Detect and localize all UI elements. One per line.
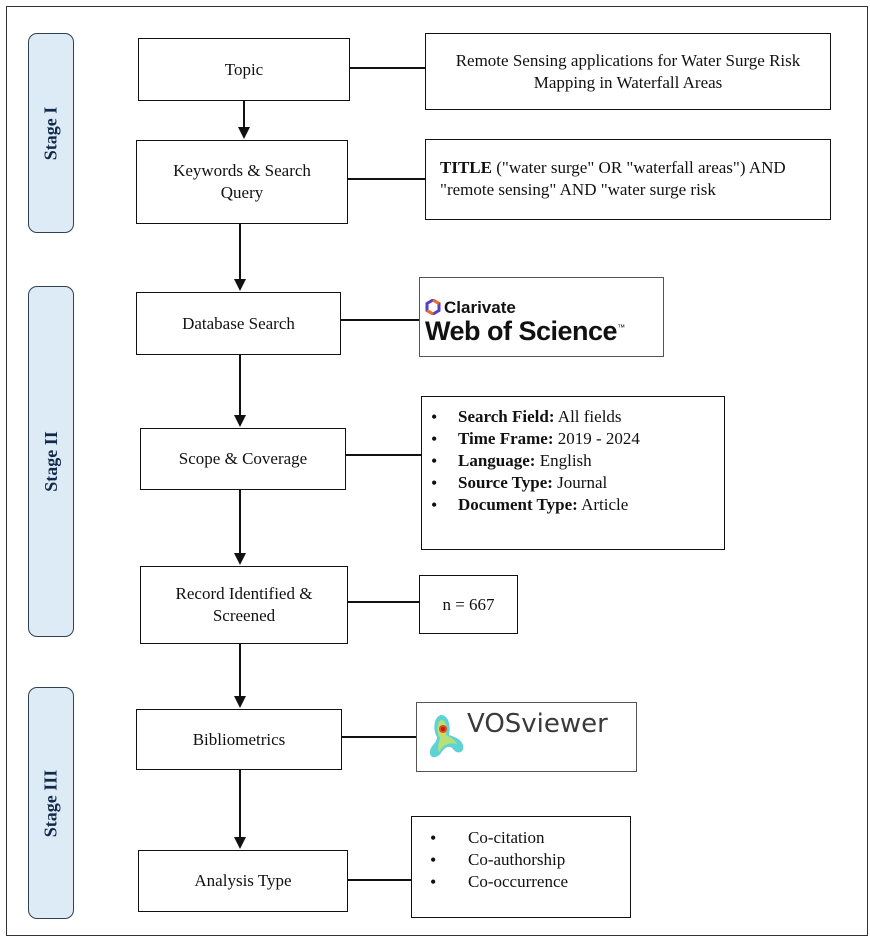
search-query-box: TITLE ("water surge" OR "waterfall areas… bbox=[425, 139, 831, 220]
connector-scope-records bbox=[239, 490, 241, 553]
connector-topic-detail bbox=[350, 67, 426, 69]
connector-database-logo bbox=[341, 319, 419, 321]
web-of-science-logo: Clarivate Web of Science™ bbox=[419, 277, 664, 357]
scope-details-box: Search Field: All fields Time Frame: 201… bbox=[421, 396, 725, 550]
arrowhead-records bbox=[234, 553, 246, 565]
step-scope-coverage: Scope & Coverage bbox=[140, 428, 346, 490]
step-topic: Topic bbox=[138, 38, 350, 101]
arrowhead-keywords bbox=[238, 127, 250, 139]
connector-keywords-query bbox=[348, 178, 425, 180]
step-bibliometrics: Bibliometrics bbox=[136, 709, 342, 770]
step-database-search: Database Search bbox=[136, 292, 341, 355]
stage-1-label: Stage I bbox=[28, 33, 74, 233]
connector-records-bibliometrics bbox=[239, 644, 241, 696]
vosviewer-text: VOSviewer bbox=[467, 709, 608, 739]
connector-keywords-database bbox=[239, 224, 241, 279]
connector-bibliometrics-logo bbox=[342, 736, 416, 738]
scope-criterion: Document Type: Article bbox=[422, 494, 724, 516]
topic-detail-text: Remote Sensing applications for Water Su… bbox=[455, 50, 801, 92]
connector-records-count bbox=[348, 601, 419, 603]
analysis-type-item: Co-authorship bbox=[412, 849, 630, 871]
query-field-label: TITLE bbox=[440, 158, 492, 177]
arrowhead-bibliometrics bbox=[234, 696, 246, 708]
analysis-type-item: Co-occurrence bbox=[412, 871, 630, 893]
query-text: ("water surge" OR "waterfall areas") AND… bbox=[440, 158, 786, 199]
scope-criteria-list: Search Field: All fields Time Frame: 201… bbox=[422, 406, 724, 516]
stage-2-label: Stage II bbox=[28, 286, 74, 637]
record-count: n = 667 bbox=[442, 594, 495, 614]
connector-topic-keywords bbox=[243, 101, 245, 127]
diagram-frame bbox=[6, 6, 868, 936]
step-keywords: Keywords & Search Query bbox=[136, 140, 348, 224]
clarivate-brand-text: Clarivate bbox=[444, 298, 516, 317]
analysis-types-box: Co-citation Co-authorship Co-occurrence bbox=[411, 816, 631, 918]
topic-detail-box: Remote Sensing applications for Water Su… bbox=[425, 33, 831, 110]
stage-3-label: Stage III bbox=[28, 687, 74, 919]
web-of-science-text: Web of Science™ bbox=[425, 316, 625, 346]
step-analysis-type: Analysis Type bbox=[138, 850, 348, 912]
vosviewer-heatmap-icon bbox=[429, 715, 464, 758]
scope-criterion: Time Frame: 2019 - 2024 bbox=[422, 428, 724, 450]
connector-scope-details bbox=[346, 454, 421, 456]
analysis-type-item: Co-citation bbox=[412, 827, 630, 849]
scope-criterion: Source Type: Journal bbox=[422, 472, 724, 494]
vosviewer-logo: VOSviewer bbox=[416, 702, 637, 772]
scope-criterion: Language: English bbox=[422, 450, 724, 472]
record-count-box: n = 667 bbox=[419, 575, 518, 634]
arrowhead-analysis bbox=[234, 837, 246, 849]
connector-analysis-list bbox=[348, 879, 412, 881]
clarivate-logo-icon bbox=[425, 299, 441, 315]
analysis-types-list: Co-citation Co-authorship Co-occurrence bbox=[412, 827, 630, 893]
step-records: Record Identified & Screened bbox=[140, 566, 348, 644]
connector-database-scope bbox=[239, 355, 241, 415]
scope-criterion: Search Field: All fields bbox=[422, 406, 724, 428]
arrowhead-database bbox=[234, 279, 246, 291]
arrowhead-scope bbox=[234, 415, 246, 427]
connector-bibliometrics-analysis bbox=[239, 770, 241, 837]
